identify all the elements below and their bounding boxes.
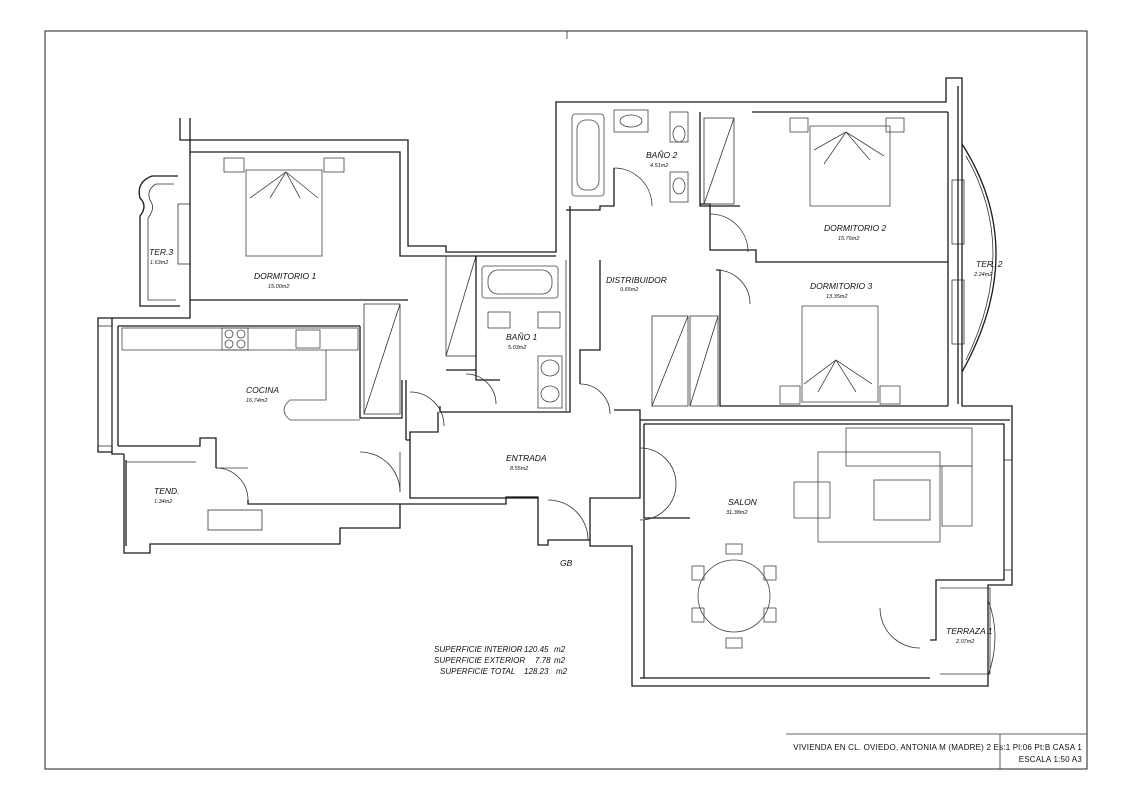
- room-name-dormitorio-2: DORMITORIO 2: [824, 223, 886, 233]
- bed-dormitorio-1: [223, 157, 345, 257]
- summary-total-unit: m2: [556, 667, 568, 676]
- room-name-tend: TEND.: [154, 486, 180, 496]
- bathroom-1-fixtures: [481, 265, 563, 409]
- title-block-line-2: ESCALA 1:50 A3: [1019, 755, 1083, 764]
- terrace-3-outline: [138, 175, 191, 307]
- room-name-entrada: ENTRADA: [506, 453, 547, 463]
- door-swings: [215, 167, 921, 649]
- room-area-dormitorio-3: 13.35m2: [826, 294, 847, 300]
- room-name-ter-2: TER. 2: [976, 259, 1003, 269]
- room-name-bano-1: BAÑO 1: [506, 332, 537, 342]
- stair-step: [207, 509, 263, 531]
- outer-walls: [97, 77, 1013, 687]
- window: [1003, 459, 1013, 571]
- summary-exterior-value: 7.78: [535, 656, 551, 665]
- room-area-ter-3: 1.63m2: [150, 260, 168, 266]
- bed-dormitorio-3: [779, 305, 901, 405]
- room-name-dormitorio-1: DORMITORIO 1: [254, 271, 316, 281]
- room-area-salon: 31.38m2: [726, 510, 747, 516]
- room-area-dormitorio-1: 15.00m2: [268, 284, 289, 290]
- room-labels: DORMITORIO 1 15.00m2 TER.3 1.63m2 COCINA…: [149, 150, 1003, 645]
- sheet-frame: [44, 30, 1088, 770]
- kitchen-counter: [121, 327, 360, 421]
- summary-total-label: SUPERFICIE TOTAL: [440, 667, 515, 676]
- room-name-cocina: COCINA: [246, 385, 279, 395]
- summary-total-value: 128.23: [524, 667, 549, 676]
- terrace-1-curve: [987, 599, 996, 677]
- room-name-terraza-1: TERRAZA 1: [946, 626, 993, 636]
- summary-exterior-unit: m2: [554, 656, 566, 665]
- room-area-bano-1: 5.03m2: [508, 345, 526, 351]
- room-area-tend: 1.34m2: [154, 499, 172, 505]
- summary-interior-unit: m2: [554, 645, 566, 654]
- summary-interior-value: 120.45: [524, 645, 549, 654]
- room-name-dormitorio-3: DORMITORIO 3: [810, 281, 872, 291]
- room-area-terraza-1: 2.07m2: [955, 639, 974, 645]
- window: [97, 325, 113, 447]
- room-area-entrada: 8.55m2: [510, 466, 528, 472]
- title-block-line-1: VIVIENDA EN CL. OVIEDO, ANTONIA M (MADRE…: [793, 743, 1082, 752]
- room-name-distribuidor: DISTRIBUIDOR: [606, 275, 667, 285]
- room-name-ter-3: TER.3: [149, 247, 173, 257]
- bathroom-2-fixtures: [571, 109, 689, 203]
- room-area-bano-2: 4.51m2: [650, 163, 668, 169]
- summary-interior-label: SUPERFICIE INTERIOR: [434, 645, 523, 654]
- room-area-cocina: 16.74m2: [246, 398, 267, 404]
- room-area-dormitorio-2: 15.76m2: [838, 236, 859, 242]
- terrace-2-outline: [951, 143, 997, 373]
- room-name-bano-2: BAÑO 2: [646, 150, 677, 160]
- room-name-salon: SALON: [728, 497, 758, 507]
- room-area-ter-2: 2.24m2: [973, 272, 992, 278]
- title-block: VIVIENDA EN CL. OVIEDO, ANTONIA M (MADRE…: [793, 743, 1082, 764]
- surface-summary: SUPERFICIE INTERIOR 120.45 m2 SUPERFICIE…: [434, 645, 568, 676]
- summary-exterior-label: SUPERFICIE EXTERIOR: [434, 656, 525, 665]
- room-area-distribuidor: 9.65m2: [620, 287, 638, 293]
- living-room-furniture: [691, 427, 973, 649]
- bed-dormitorio-2: [789, 117, 905, 207]
- interior-walls: [118, 111, 1010, 679]
- gb-mark: GB: [560, 558, 573, 568]
